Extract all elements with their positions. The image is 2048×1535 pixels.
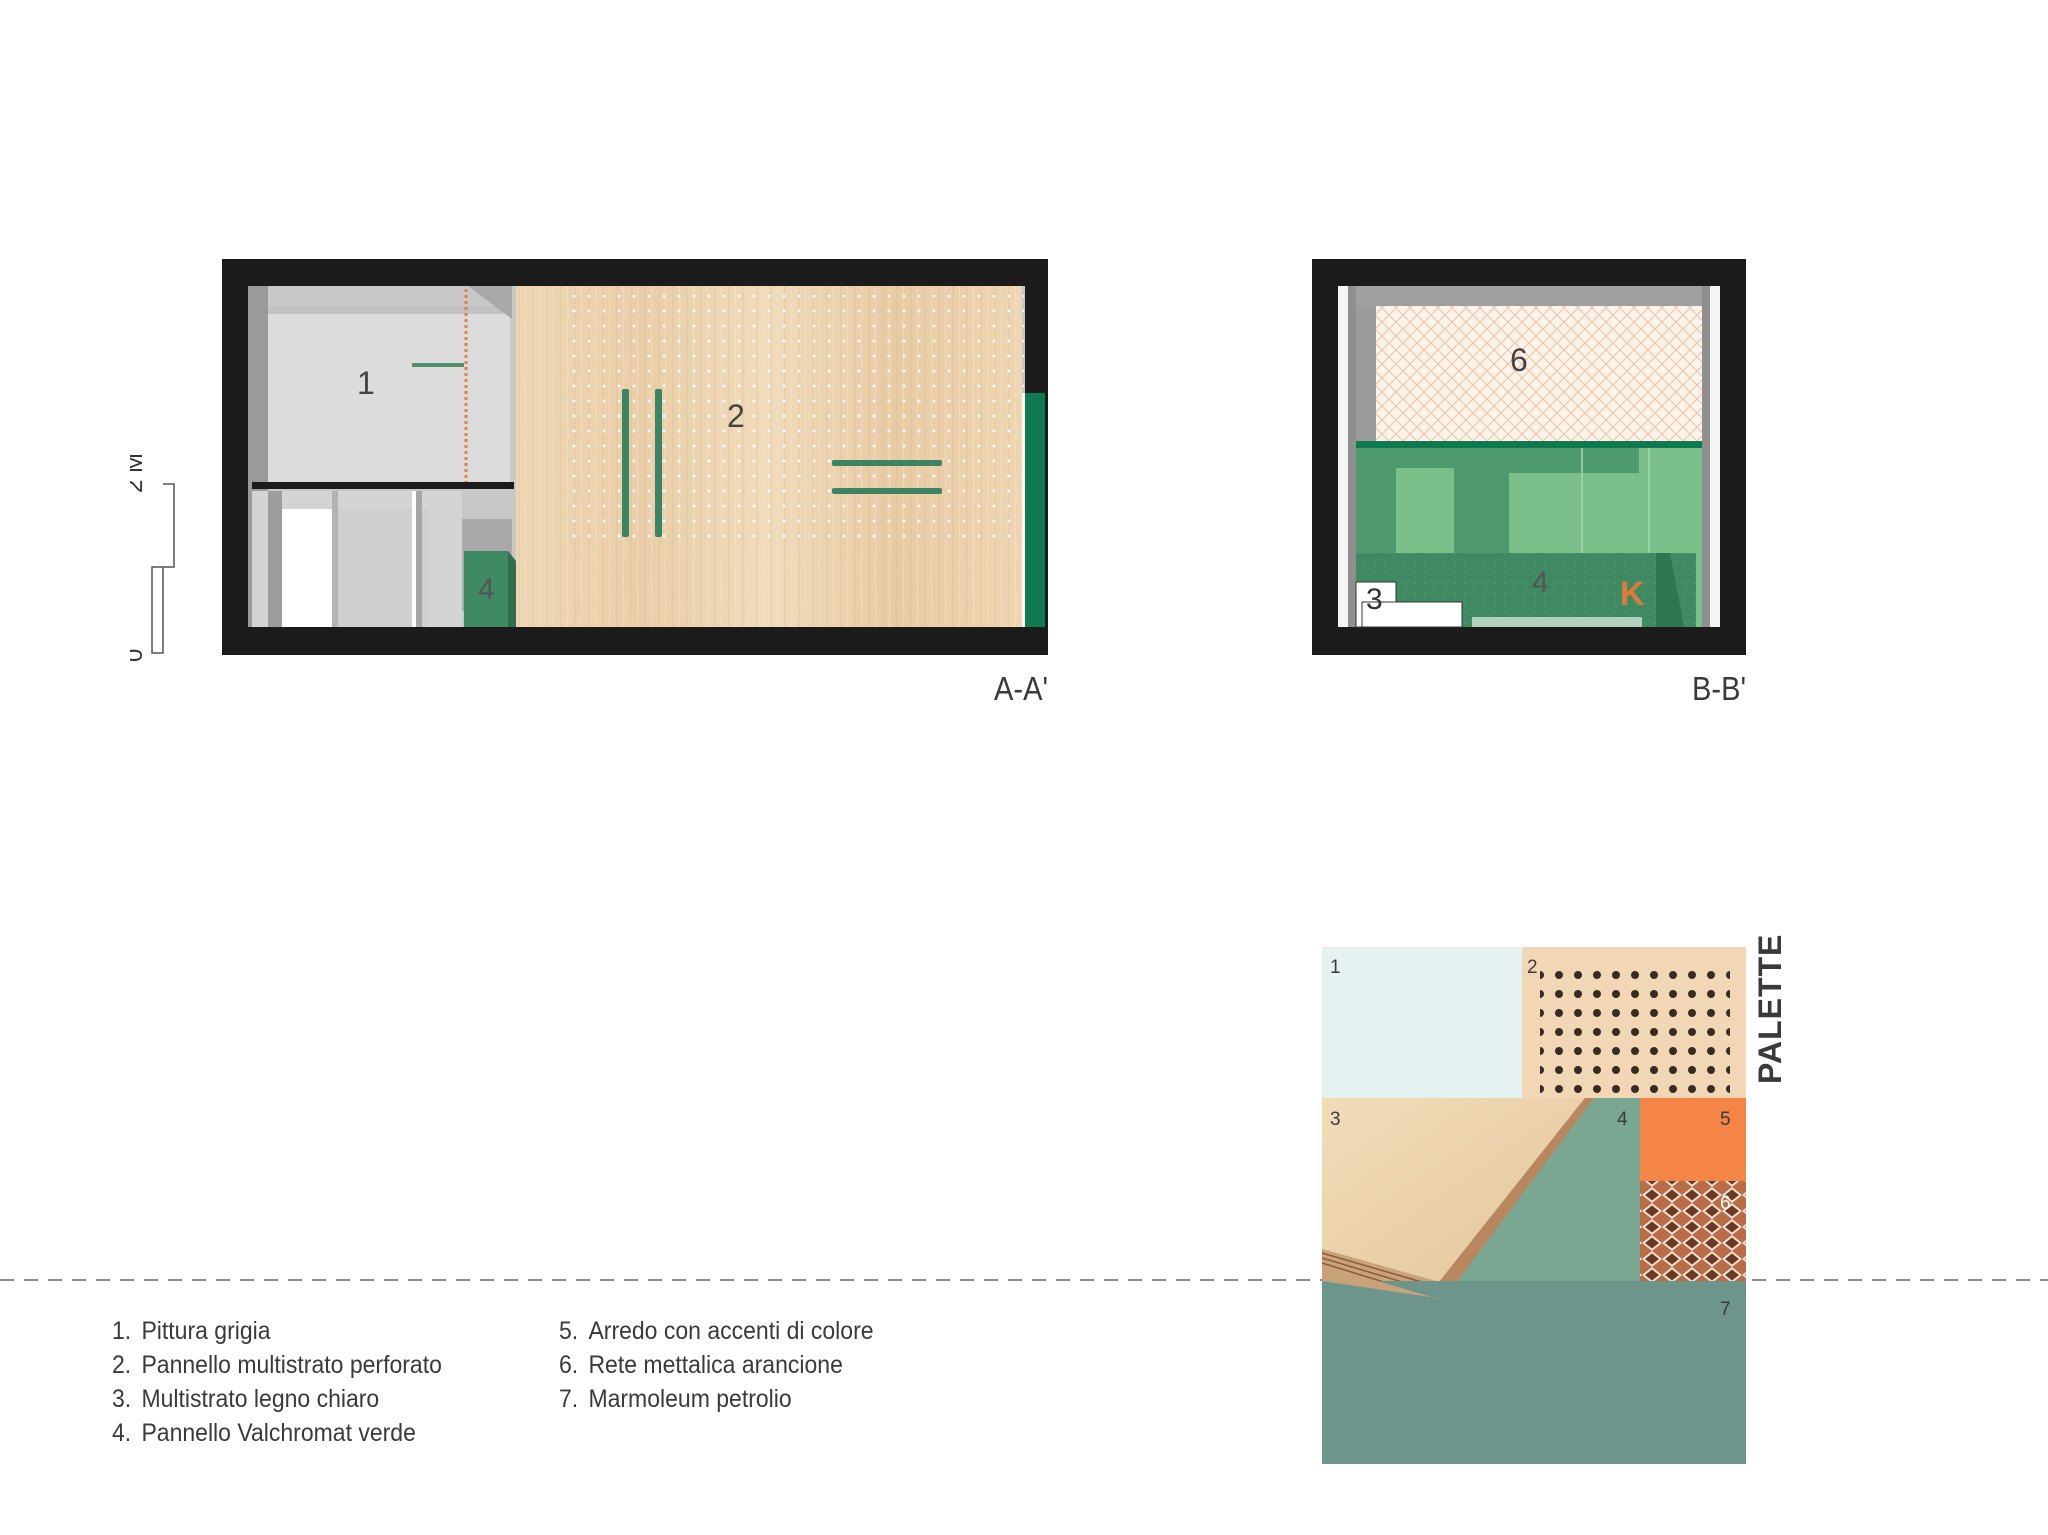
legend-item-2-text: Pannello multistrato perforato bbox=[141, 1351, 442, 1379]
swatch-4-number: 4 bbox=[1617, 1109, 1628, 1130]
tag-4-b: 4 bbox=[1532, 566, 1549, 599]
legend-item-7-text: Marmoleum petrolio bbox=[588, 1385, 792, 1413]
swatch-6 bbox=[1640, 1181, 1746, 1291]
kiosk-letter: K bbox=[1620, 575, 1645, 613]
swatch-5-number: 5 bbox=[1720, 1109, 1731, 1130]
swatch-7-number: 7 bbox=[1720, 1299, 1731, 1320]
legend-item-7-number: 7. bbox=[559, 1385, 579, 1413]
legend-item-1-text: Pittura grigia bbox=[141, 1317, 271, 1345]
legend-item-1: 1. Pittura grigia bbox=[112, 1314, 442, 1348]
section-b-label: B-B' bbox=[1692, 670, 1746, 707]
tag-3: 3 bbox=[1366, 583, 1383, 616]
legend-item-1-number: 1. bbox=[112, 1317, 132, 1345]
legend-item-2-number: 2. bbox=[112, 1351, 132, 1379]
element-4-block bbox=[464, 551, 508, 627]
swatch-6-number: 6 bbox=[1720, 1193, 1731, 1214]
scale-label-0: 0 bbox=[130, 649, 148, 662]
legend-column-2: 5. Arredo con accenti di colore 6. Rete me… bbox=[559, 1314, 874, 1416]
legend-item-7: 7. Marmoleum petrolio bbox=[559, 1382, 874, 1416]
swatch-5 bbox=[1640, 1098, 1746, 1181]
legend-item-3-number: 3. bbox=[112, 1385, 132, 1413]
tag-1: 1 bbox=[357, 365, 375, 401]
scale-label-2m: 2 M bbox=[130, 453, 148, 493]
tag-6: 6 bbox=[1510, 342, 1528, 378]
section-b-drawing: 6 4 K 3 bbox=[1312, 259, 1746, 655]
legend-item-3-text: Multistrato legno chiaro bbox=[141, 1385, 380, 1413]
section-a-label: A-A' bbox=[994, 670, 1048, 707]
legend-item-4-text: Pannello Valchromat verde bbox=[141, 1419, 416, 1447]
legend-item-5-number: 5. bbox=[559, 1317, 579, 1345]
swatch-1 bbox=[1322, 947, 1522, 1098]
section-a-drawing: 1 4 2 bbox=[222, 259, 1048, 655]
tag-2: 2 bbox=[727, 398, 745, 434]
room-1-niche bbox=[268, 306, 510, 487]
swatch-2-number: 2 bbox=[1527, 957, 1538, 978]
legend-item-5: 5. Arredo con accenti di colore bbox=[559, 1314, 874, 1348]
tag-4-a: 4 bbox=[478, 573, 495, 606]
swatch-3-number: 3 bbox=[1330, 1109, 1341, 1130]
legend-item-5-text: Arredo con accenti di colore bbox=[588, 1317, 874, 1345]
legend-column-1: 1. Pittura grigia 2. Pannello multistrato … bbox=[112, 1314, 442, 1450]
legend-item-2: 2. Pannello multistrato perforato bbox=[112, 1348, 442, 1382]
legend-item-4-number: 4. bbox=[112, 1419, 132, 1447]
swatch-7 bbox=[1322, 1281, 1746, 1464]
scale-bar: 2 M 0 bbox=[130, 453, 175, 662]
palette-board: 1 2 3 4 5 6 7 bbox=[1322, 947, 1746, 1464]
swatch-1-number: 1 bbox=[1330, 957, 1341, 978]
legend-item-3: 3. Multistrato legno chiaro bbox=[112, 1382, 442, 1416]
legend-item-4: 4. Pannello Valchromat verde bbox=[112, 1416, 442, 1450]
legend-item-6-number: 6. bbox=[559, 1351, 579, 1379]
swatch-3 bbox=[1322, 1098, 1585, 1282]
legend-item-6-text: Rete mettalica arancione bbox=[588, 1351, 843, 1379]
palette-title: PALETTE bbox=[1752, 933, 1788, 1084]
green-door bbox=[1025, 393, 1045, 627]
legend-item-6: 6. Rete mettalica arancione bbox=[559, 1348, 874, 1382]
